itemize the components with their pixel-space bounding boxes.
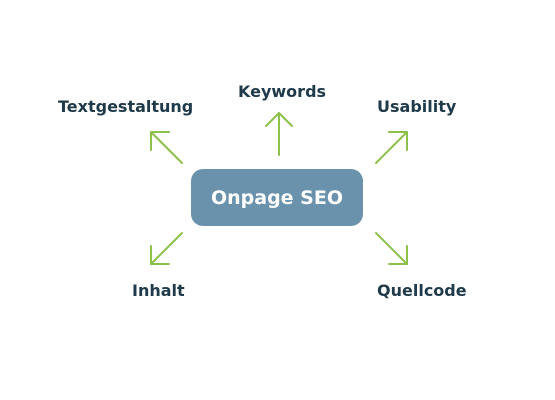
arrow-inhalt [150, 232, 183, 265]
arrow-keywords [265, 112, 293, 156]
node-keywords: Keywords [238, 82, 327, 101]
node-quellcode: Quellcode [377, 281, 467, 300]
arrow-quellcode [375, 232, 408, 265]
center-node-label: Onpage SEO [210, 186, 344, 209]
arrow-textgestaltung [150, 131, 183, 164]
node-textgestaltung: Textgestaltung [58, 97, 194, 116]
center-node-onpage-seo: Onpage SEO [191, 169, 363, 226]
arrow-usability [375, 131, 408, 164]
node-usability: Usability [377, 97, 457, 116]
node-inhalt: Inhalt [132, 281, 185, 300]
